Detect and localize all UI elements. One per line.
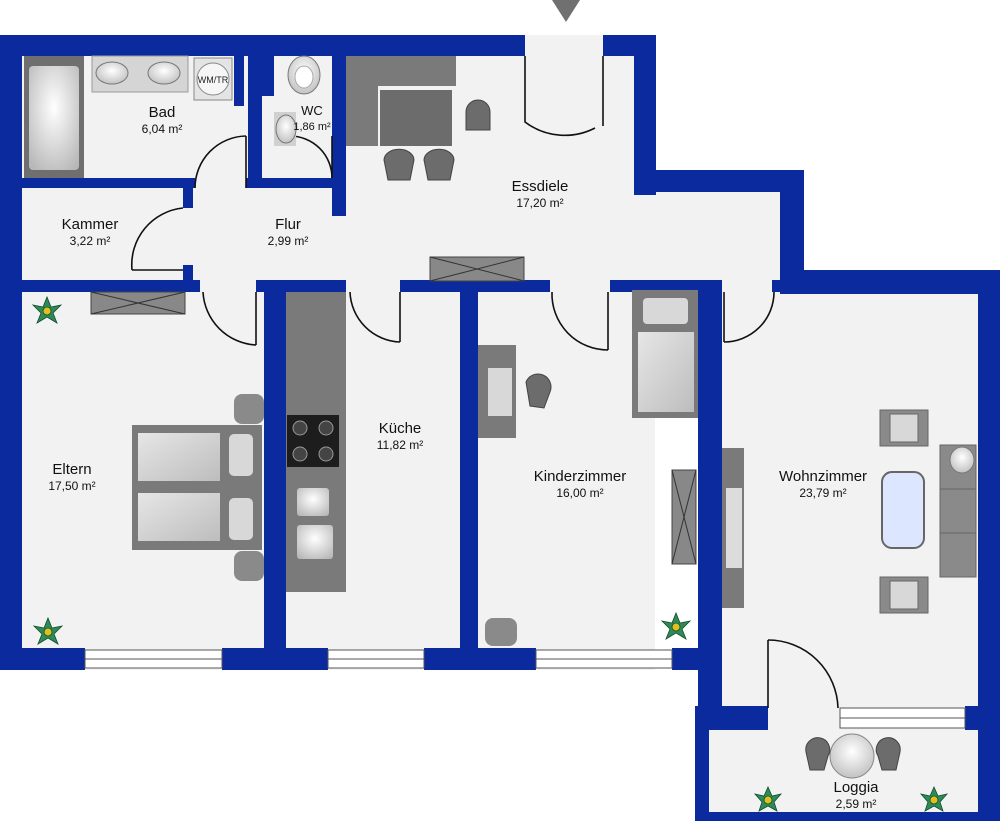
room-name: WC <box>301 103 323 118</box>
dining-chairs <box>383 99 491 181</box>
room-name: Küche <box>378 420 422 437</box>
room-area: 16,00 m² <box>556 486 604 500</box>
doors <box>130 56 839 709</box>
walls <box>0 35 1000 821</box>
triangle-down-icon <box>552 0 580 22</box>
room-name: Flur <box>275 216 301 233</box>
room-name: Kinderzimmer <box>533 468 627 485</box>
room-name: Eltern <box>52 461 92 478</box>
room-name: Bad <box>148 104 176 121</box>
loggia-chairs <box>805 737 901 771</box>
room-label-wohnzimmer: Wohnzimmer 23,79 m² <box>779 468 867 500</box>
desk <box>478 345 516 438</box>
nightstands <box>234 394 264 581</box>
room-label-kammer: Kammer 3,22 m² <box>62 216 119 248</box>
room-area: 23,79 m² <box>799 486 847 500</box>
loggia-table <box>829 733 875 779</box>
room-label-flur: Flur 2,99 m² <box>268 216 309 248</box>
room-area: 3,22 m² <box>69 234 111 248</box>
double-bed <box>132 425 262 550</box>
room-label-kueche: Küche 11,82 m² <box>377 420 423 452</box>
room-label-essdiele: Essdiele 17,20 m² <box>512 178 569 210</box>
coffee-table <box>881 471 925 549</box>
floor-lamp <box>949 446 975 474</box>
kitchen-sink <box>297 488 333 559</box>
room-label-wc: WC 1,86 m² <box>293 102 330 134</box>
room-name: Essdiele <box>511 178 569 195</box>
wc-washbasin <box>274 112 297 146</box>
bathtub <box>24 56 84 178</box>
room-label-bad: Bad 6,04 m² <box>142 104 183 136</box>
dining-table <box>380 90 452 146</box>
tv-cabinet <box>722 448 744 608</box>
plant-icon <box>31 295 949 812</box>
room-name: Kammer <box>61 216 119 233</box>
room-name: Loggia <box>833 779 879 796</box>
windows <box>84 649 966 729</box>
washer-dryer: WM/TR <box>193 57 233 101</box>
desk-chair <box>525 373 552 409</box>
washer-dryer-label: WM/TR <box>198 75 229 85</box>
room-area: 11,82 m² <box>376 438 424 452</box>
wardrobe-essdiele <box>429 256 525 282</box>
toilet <box>287 55 321 95</box>
room-area: 17,50 m² <box>48 479 96 493</box>
wardrobe-kinderzimmer <box>671 469 697 565</box>
room-area: 17,20 m² <box>516 196 564 210</box>
room-area: 2,59 m² <box>835 797 877 811</box>
room-label-eltern: Eltern 17,50 m² <box>48 461 95 493</box>
room-area: 6,04 m² <box>141 122 183 136</box>
single-bed <box>632 290 698 418</box>
armchairs <box>879 409 929 614</box>
room-area: 2,99 m² <box>267 234 309 248</box>
room-label-kinderzimmer: Kinderzimmer 16,00 m² <box>534 468 627 500</box>
room-name: Wohnzimmer <box>778 468 868 485</box>
built-in-cabinet <box>346 56 456 146</box>
washbasins <box>91 55 189 93</box>
wardrobe-eltern <box>90 291 186 315</box>
room-area: 1,86 m² <box>293 121 331 133</box>
stove <box>287 415 339 467</box>
toy-box <box>485 618 517 646</box>
room-label-loggia: Loggia 2,59 m² <box>833 779 878 811</box>
